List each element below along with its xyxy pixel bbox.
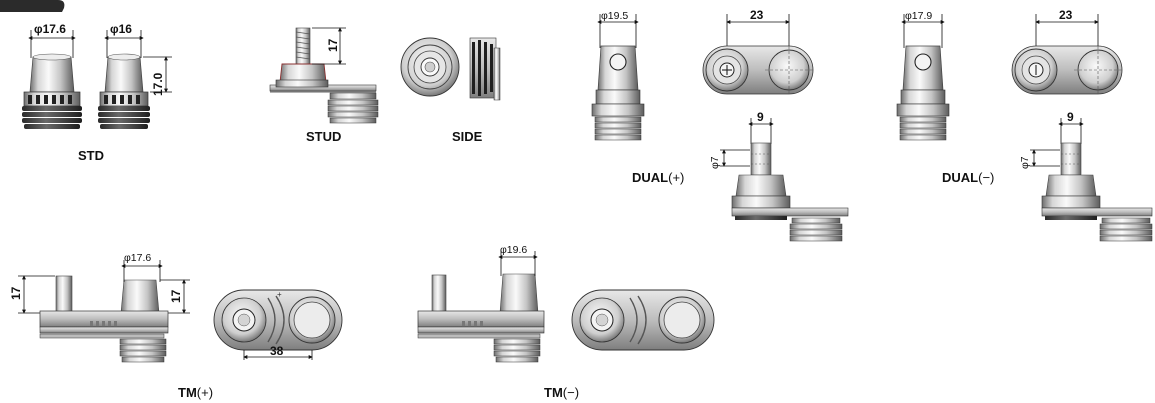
header-tab — [0, 0, 65, 12]
std-terminal-a — [22, 30, 82, 129]
svg-text:+: + — [277, 290, 282, 299]
std-terminal-b — [98, 30, 172, 129]
side-view-terminal — [400, 37, 501, 101]
dual-plus-side — [720, 118, 849, 242]
dual-plus-pin-dia-label: φ7 — [709, 156, 721, 169]
tm-plus-dia-label: φ17.6 — [124, 252, 151, 264]
tm-plus-h1-label: 17 — [9, 286, 23, 300]
tm-minus-side — [417, 251, 545, 363]
dual-minus-label: DUAL(−) — [942, 170, 994, 185]
dual-plus-pin-label: 9 — [757, 110, 764, 124]
dual-minus-top — [1011, 14, 1123, 95]
tm-minus-top — [571, 289, 715, 351]
stud-label: STUD — [306, 129, 341, 144]
tm-plus-top: + — [213, 289, 343, 360]
dual-plus-label: DUAL(+) — [632, 170, 684, 185]
dual-plus-dia-label: φ19.5 — [601, 10, 628, 22]
dual-plus-width-label: 23 — [750, 8, 764, 22]
tm-plus-side — [18, 260, 190, 363]
tm-plus-label: TM(+) — [178, 385, 213, 400]
dual-minus-width-label: 23 — [1059, 8, 1073, 22]
side-label: SIDE — [452, 129, 483, 144]
stud-height-label: 17 — [326, 38, 340, 52]
dual-minus-dia-label: φ17.9 — [905, 10, 932, 22]
std-height-label: 17.0 — [151, 72, 165, 96]
tm-plus-len-label: 38 — [270, 344, 284, 358]
dual-minus-pin-dia-label: φ7 — [1019, 156, 1031, 169]
tm-plus-h2-label: 17 — [169, 289, 183, 303]
std-dia-b-label: φ16 — [110, 22, 132, 36]
stud-terminal — [269, 27, 379, 124]
dual-minus-side — [1030, 118, 1153, 242]
tm-minus-label: TM(−) — [544, 385, 579, 400]
dual-plus-top — [702, 14, 814, 95]
dual-plus-post — [591, 14, 645, 141]
dual-minus-pin-label: 9 — [1067, 110, 1074, 124]
tm-minus-dia-label: φ19.6 — [500, 244, 527, 256]
dual-minus-post — [896, 14, 950, 141]
std-label: STD — [78, 148, 104, 163]
std-dia-a-label: φ17.6 — [34, 22, 66, 36]
